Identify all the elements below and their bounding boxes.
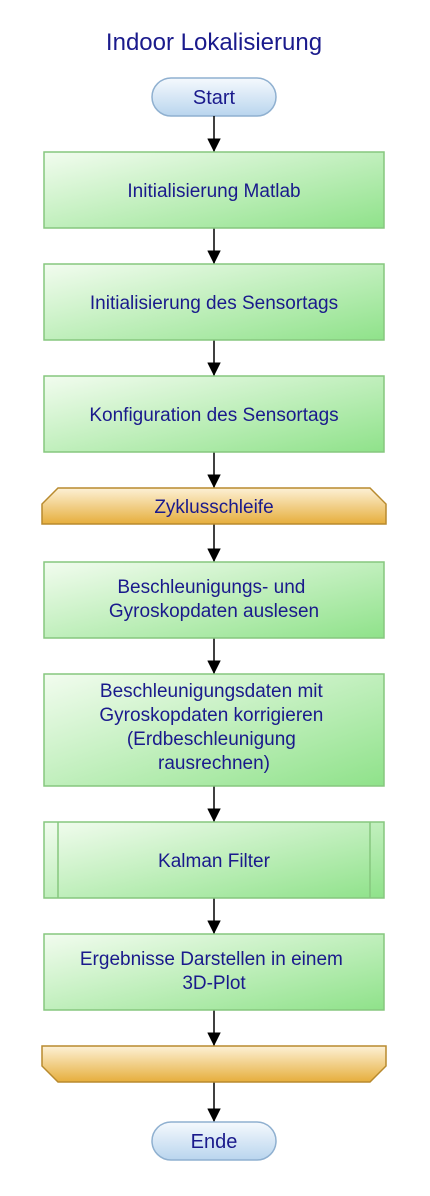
process-init-matlab: Initialisierung Matlab [43,151,385,229]
process-init-sensortags: Initialisierung des Sensortags [43,263,385,341]
read-data-line-1: Beschleunigungs- und [117,577,305,598]
init-sensortags-label: Initialisierung des Sensortags [90,293,338,314]
plot-line-2: 3D-Plot [182,973,246,994]
init-matlab-label: Initialisierung Matlab [127,181,300,202]
process-read-data: Beschleunigungs- und Gyroskopdaten ausle… [43,561,385,639]
predefined-process-kalman: Kalman Filter [43,821,385,899]
process-correct-data: Beschleunigungsdaten mit Gyroskopdaten k… [43,673,385,787]
end-terminal: Ende [151,1121,277,1161]
loop-start-label: Zyklusschleife [154,497,273,518]
correct-data-line-1: Beschleunigungsdaten mit [100,681,324,702]
read-data-line-2: Gyroskopdaten auslesen [109,601,319,622]
start-terminal: Start [151,77,277,117]
process-plot: Ergebnisse Darstellen in einem 3D-Plot [43,933,385,1011]
kalman-label: Kalman Filter [158,851,271,872]
loop-end [41,1045,387,1083]
loop-start: Zyklusschleife [41,487,387,525]
plot-label: Ergebnisse Darstellen in einem 3D-Plot [80,949,348,994]
correct-data-line-3: (Erdbeschleunigung [127,729,296,750]
correct-data-line-2: Gyroskopdaten korrigieren [99,705,323,726]
correct-data-line-4: rausrechnen) [158,753,270,774]
config-sensortags-label: Konfiguration des Sensortags [89,405,338,426]
start-label: Start [193,87,236,109]
diagram-title: Indoor Lokalisierung [106,29,322,56]
end-label: Ende [191,1131,238,1153]
plot-line-1: Ergebnisse Darstellen in einem [80,949,343,970]
correct-data-label: Beschleunigungsdaten mit Gyroskopdaten k… [99,681,328,774]
process-config-sensortags: Konfiguration des Sensortags [43,375,385,453]
read-data-label: Beschleunigungs- und Gyroskopdaten ausle… [109,577,319,622]
